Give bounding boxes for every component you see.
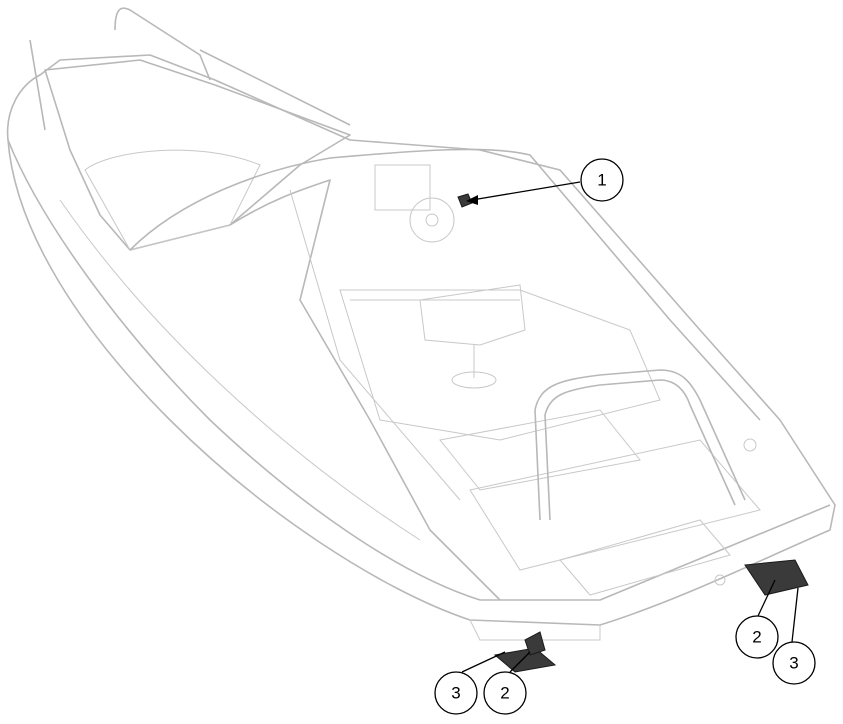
port-trim-tab-actuator [524,631,546,656]
boat-hull [6,7,836,641]
callout-label: 3 [789,654,798,673]
callout-3-port: 3 [434,671,478,715]
callout-2-port: 2 [483,671,527,715]
starboard-trim-tab [744,559,809,596]
callout-3-starboard: 3 [772,641,816,685]
highlighted-parts [457,193,809,673]
callout-2-starboard: 2 [735,615,779,659]
port-trim-tab [493,647,557,673]
callout-label: 3 [451,684,460,703]
leader-lines [461,181,799,673]
callout-1: 1 [580,158,624,202]
callout-label: 2 [752,628,761,647]
callout-label: 2 [500,684,509,703]
callout-label: 1 [597,171,606,190]
